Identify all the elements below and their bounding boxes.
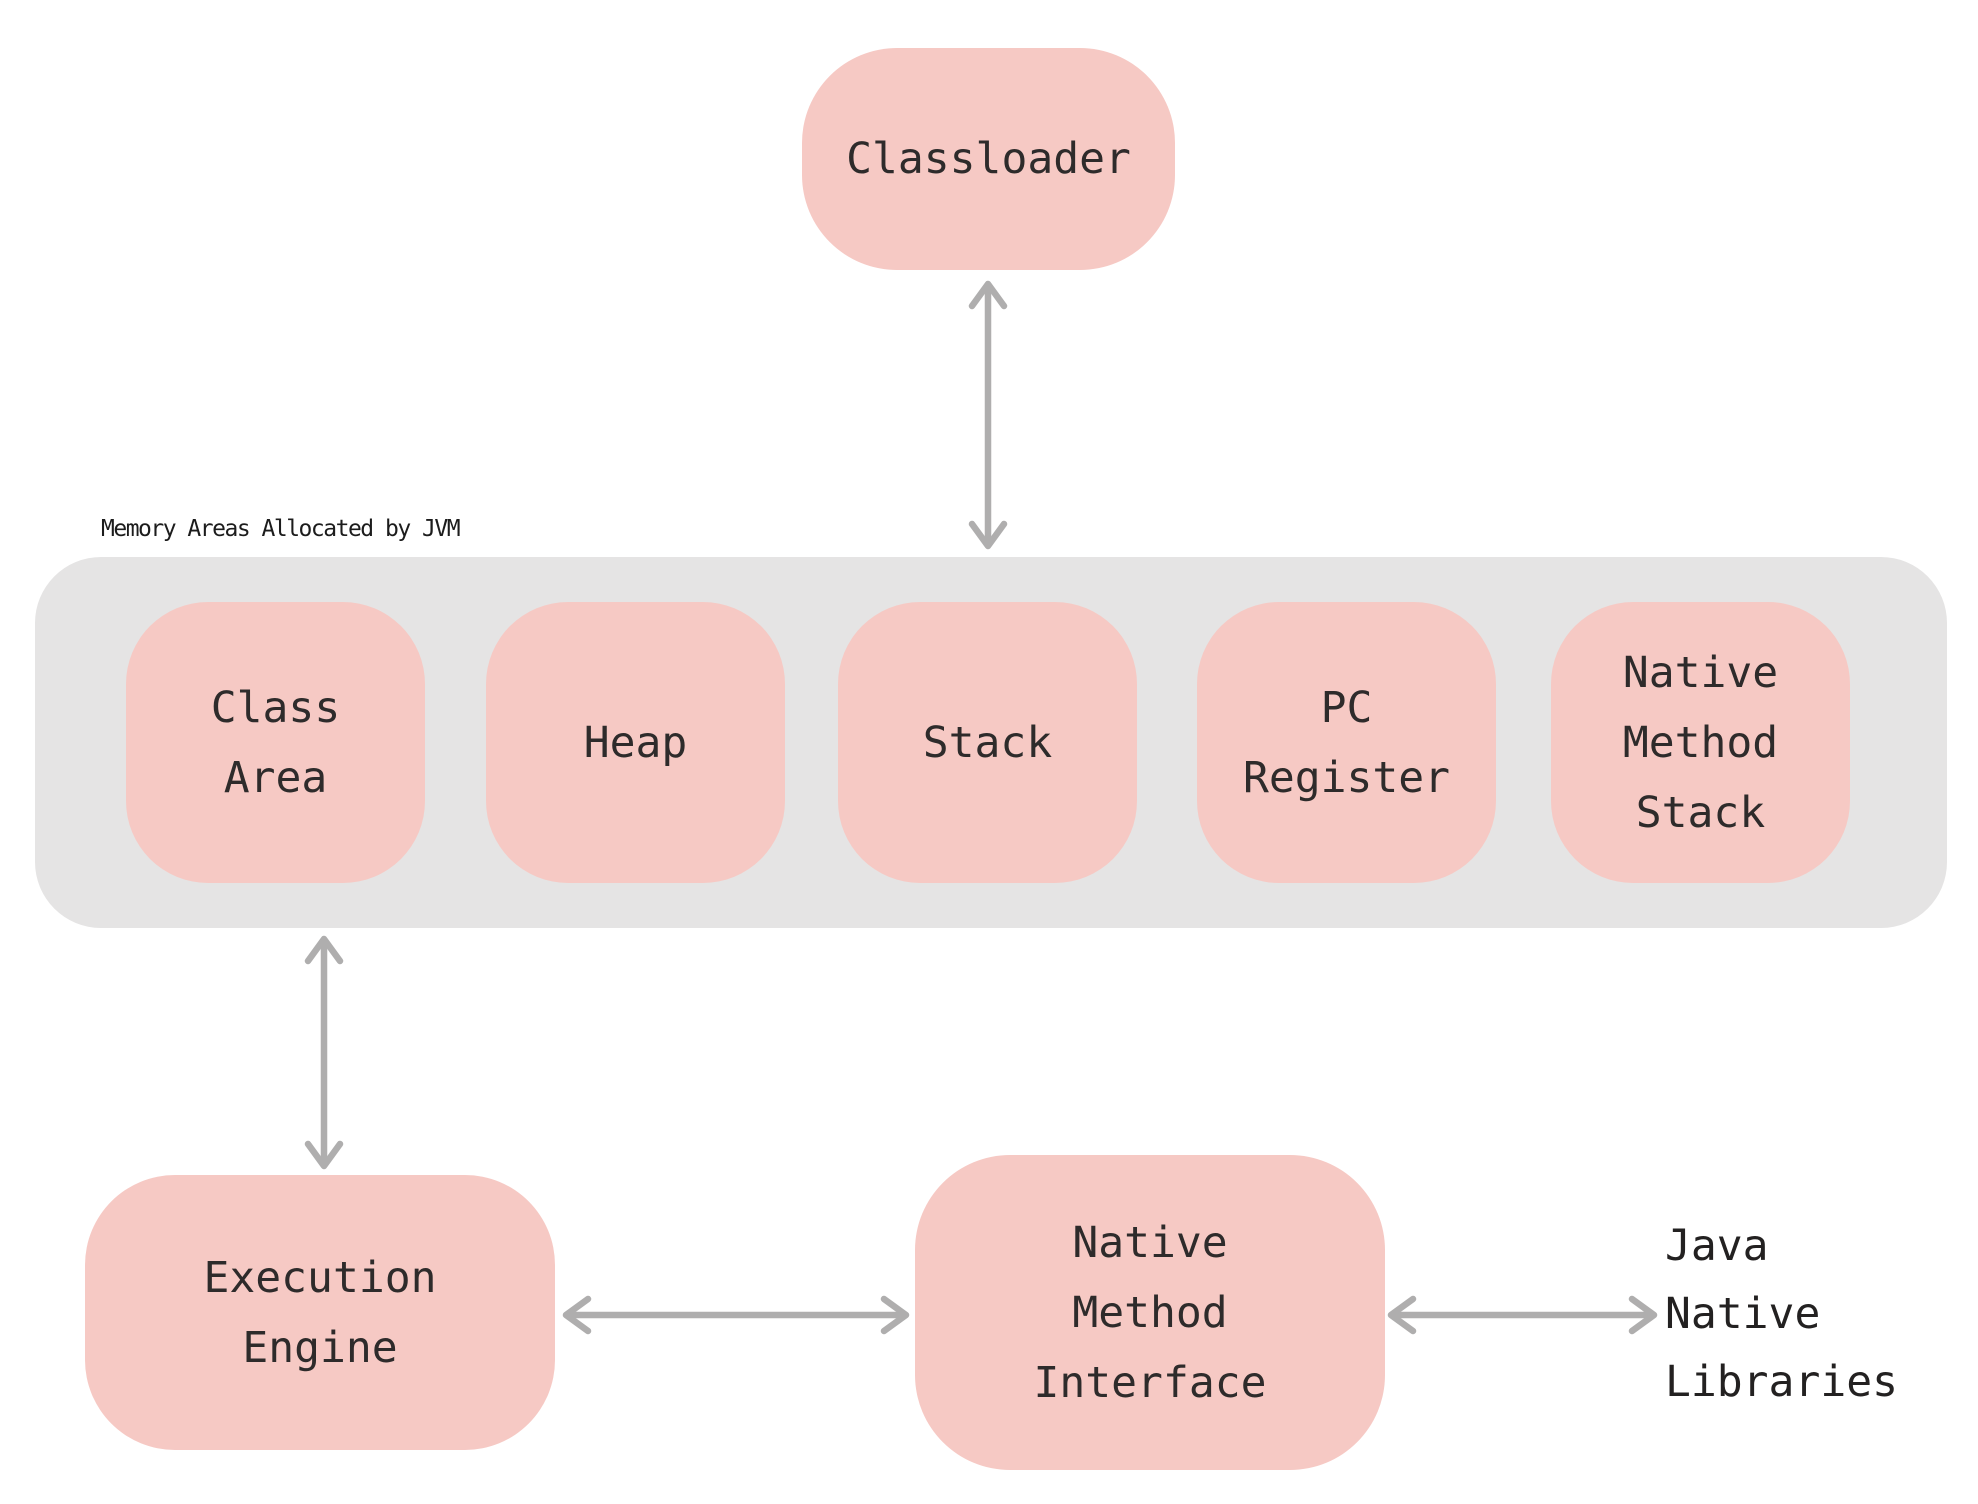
memory-areas-container: Class Area Heap Stack PC Register Native… [35, 557, 1947, 928]
memory-area-node-heap: Heap [486, 602, 785, 883]
memory-area-node-pc-register: PC Register [1197, 602, 1496, 883]
heap-label: Heap [583, 717, 688, 768]
native-method-stack-label: Native Method Stack [1622, 647, 1779, 838]
execution-engine-label: Execution Engine [203, 1252, 437, 1373]
classloader-node: Classloader [802, 48, 1175, 270]
native-method-interface-node: Native Method Interface [915, 1155, 1385, 1470]
class-area-label: Class Area [210, 682, 341, 803]
arrow-memory-execution-engine [304, 935, 344, 1170]
arrow-execution-engine-nmi [562, 1295, 910, 1335]
memory-area-node-stack: Stack [838, 602, 1137, 883]
stack-label: Stack [922, 717, 1053, 768]
java-native-libraries-label: Java Native Libraries [1665, 1221, 1898, 1407]
classloader-label: Classloader [846, 134, 1131, 184]
arrow-nmi-java-native-libraries [1387, 1295, 1658, 1335]
memory-area-node-class-area: Class Area [126, 602, 425, 883]
memory-section-title: Memory Areas Allocated by JVM [101, 516, 461, 542]
native-method-interface-label: Native Method Interface [1033, 1217, 1267, 1408]
arrow-classloader-memory [968, 280, 1008, 550]
memory-area-node-native-method-stack: Native Method Stack [1551, 602, 1850, 883]
execution-engine-node: Execution Engine [85, 1175, 555, 1450]
pc-register-label: PC Register [1242, 682, 1451, 803]
